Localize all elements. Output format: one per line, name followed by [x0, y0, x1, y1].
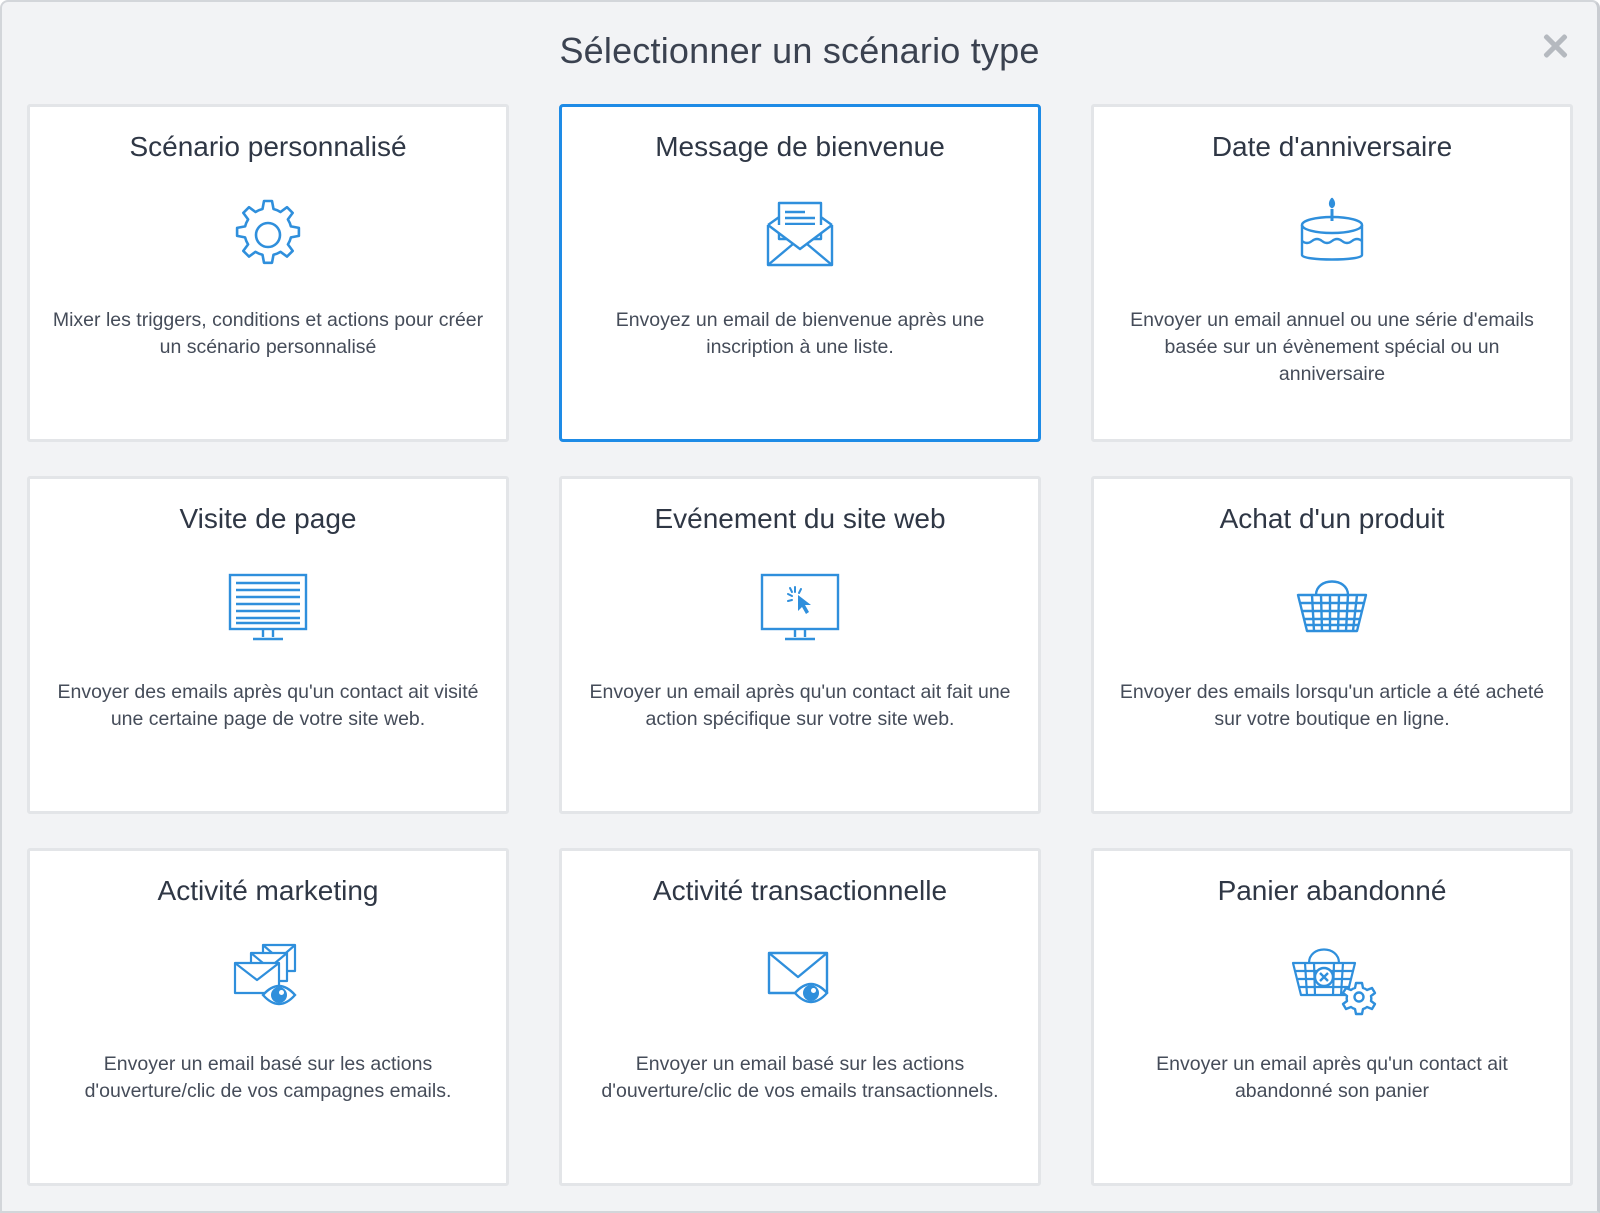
card-scenario-personnalise[interactable]: Scénario personnalisé Mixer les triggers…	[27, 104, 509, 442]
card-description: Envoyer des emails lorsqu'un article a é…	[1119, 681, 1545, 730]
card-visite-page[interactable]: Visite de page	[27, 476, 509, 814]
card-description: Envoyer un email après qu'un contact ait…	[589, 681, 1011, 730]
monitor-click-icon	[755, 567, 845, 647]
card-activite-marketing[interactable]: Activité marketing Envoyer un	[27, 848, 509, 1186]
scenario-grid: Scénario personnalisé Mixer les triggers…	[27, 104, 1573, 1186]
close-icon[interactable]	[1541, 32, 1569, 60]
abandoned-cart-icon	[1287, 939, 1377, 1019]
card-date-anniversaire[interactable]: Date d'anniversaire Envoyer un email ann…	[1091, 104, 1573, 442]
card-description: Envoyer un email annuel ou une série d'e…	[1130, 309, 1534, 385]
card-description: Envoyez un email de bienvenue après une …	[615, 309, 985, 358]
modal-title: Sélectionner un scénario type	[559, 30, 1040, 71]
email-eye-icon	[755, 939, 845, 1019]
card-description: Mixer les triggers, conditions et action…	[52, 309, 484, 358]
card-evenement-site-web[interactable]: Evénement du site web	[559, 476, 1041, 814]
card-title: Visite de page	[179, 503, 357, 534]
card-description: Envoyer un email basé sur les actions d'…	[84, 1053, 452, 1102]
card-title: Message de bienvenue	[655, 131, 945, 162]
card-title: Activité transactionnelle	[652, 875, 948, 906]
card-title: Activité marketing	[157, 875, 379, 906]
shopping-basket-icon	[1287, 567, 1377, 647]
gear-icon	[223, 195, 313, 275]
card-description: Envoyer un email basé sur les actions d'…	[601, 1053, 999, 1102]
card-title: Date d'anniversaire	[1211, 131, 1453, 162]
monitor-page-icon	[223, 567, 313, 647]
card-message-bienvenue[interactable]: Message de bienvenue En	[559, 104, 1041, 442]
emails-eye-icon	[223, 939, 313, 1019]
card-title: Achat d'un produit	[1219, 503, 1445, 534]
card-activite-transactionnelle[interactable]: Activité transactionnelle Envoyer un ema…	[559, 848, 1041, 1186]
card-title: Evénement du site web	[654, 503, 946, 534]
card-description: Envoyer un email après qu'un contact ait…	[1156, 1053, 1508, 1102]
card-panier-abandonne[interactable]: Panier abandonné	[1091, 848, 1573, 1186]
card-description: Envoyer des emails après qu'un contact a…	[57, 681, 479, 730]
birthday-cake-icon	[1287, 195, 1377, 275]
card-achat-produit[interactable]: Achat d'un produit	[1091, 476, 1573, 814]
welcome-envelope-icon	[755, 195, 845, 275]
card-title: Panier abandonné	[1217, 875, 1447, 906]
card-title: Scénario personnalisé	[129, 131, 407, 162]
